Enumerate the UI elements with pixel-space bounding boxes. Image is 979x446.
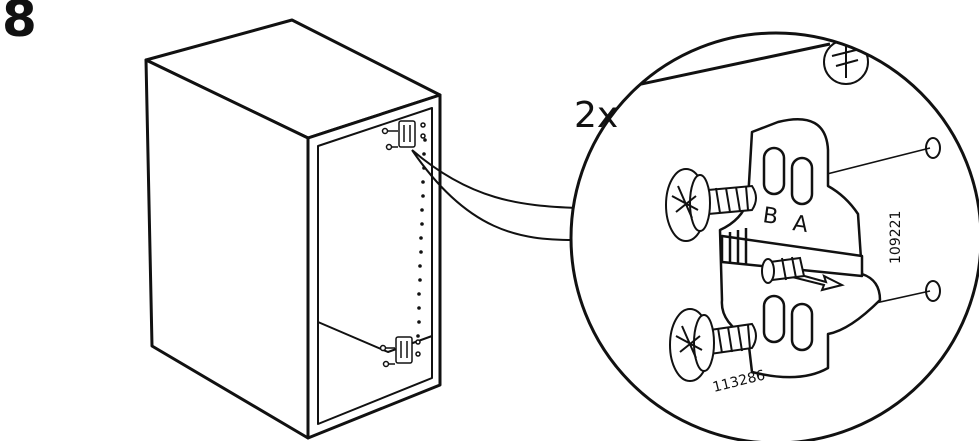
quantity-label: 2x — [574, 95, 619, 136]
plate-part-number: 109221 — [888, 211, 904, 264]
hinge-plate-small-top — [381, 120, 426, 151]
plate-label-b: B — [761, 203, 779, 230]
screw-upper — [665, 168, 757, 242]
small-screw — [761, 256, 806, 284]
drill-hole-upper — [925, 137, 941, 159]
panel-edge-line — [631, 42, 831, 88]
mounting-plate — [718, 117, 882, 379]
screw-lower — [669, 308, 757, 382]
plate-label-a: A — [791, 211, 809, 238]
callout-leader — [411, 149, 579, 241]
cabinet-illustration — [144, 18, 442, 440]
shelf-pin-holes — [416, 138, 427, 338]
hinge-plate-small-bottom — [379, 336, 421, 368]
step-number: 8 — [2, 0, 37, 48]
drill-hole-lower — [925, 280, 941, 302]
